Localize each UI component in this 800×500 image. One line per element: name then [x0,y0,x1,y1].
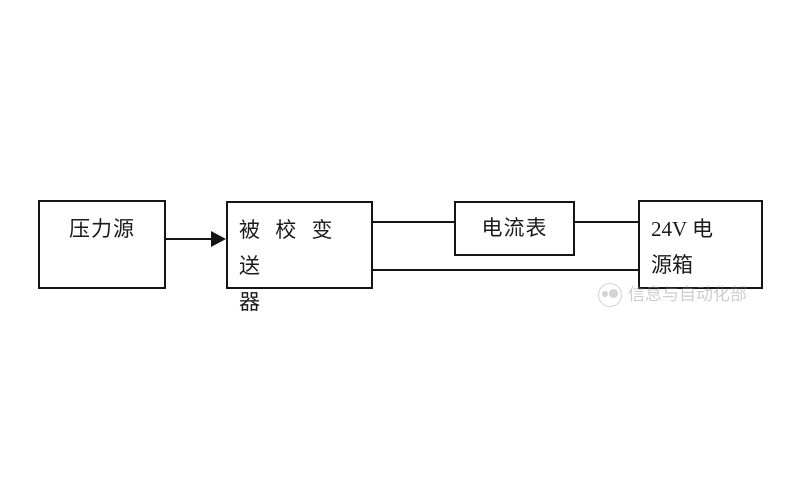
block-transmitter-label: 被 校 变 送 器 [239,218,338,314]
block-power-supply-label: 24V 电 源箱 [651,217,714,277]
block-ammeter: 电流表 [454,201,575,256]
connector-transmitter-to-power [373,269,638,271]
arrowhead-icon [211,231,226,247]
block-power-supply: 24V 电 源箱 [638,200,763,289]
circle-logo-icon [598,283,622,307]
connector-transmitter-to-ammeter [373,221,454,223]
connector-source-to-transmitter [166,238,213,240]
block-pressure-source-label: 压力源 [69,217,135,241]
block-transmitter: 被 校 变 送 器 [226,201,373,314]
block-ammeter-label: 电流表 [481,216,548,240]
block-pressure-source: 压力源 [38,200,166,289]
connector-ammeter-to-power [575,221,638,223]
